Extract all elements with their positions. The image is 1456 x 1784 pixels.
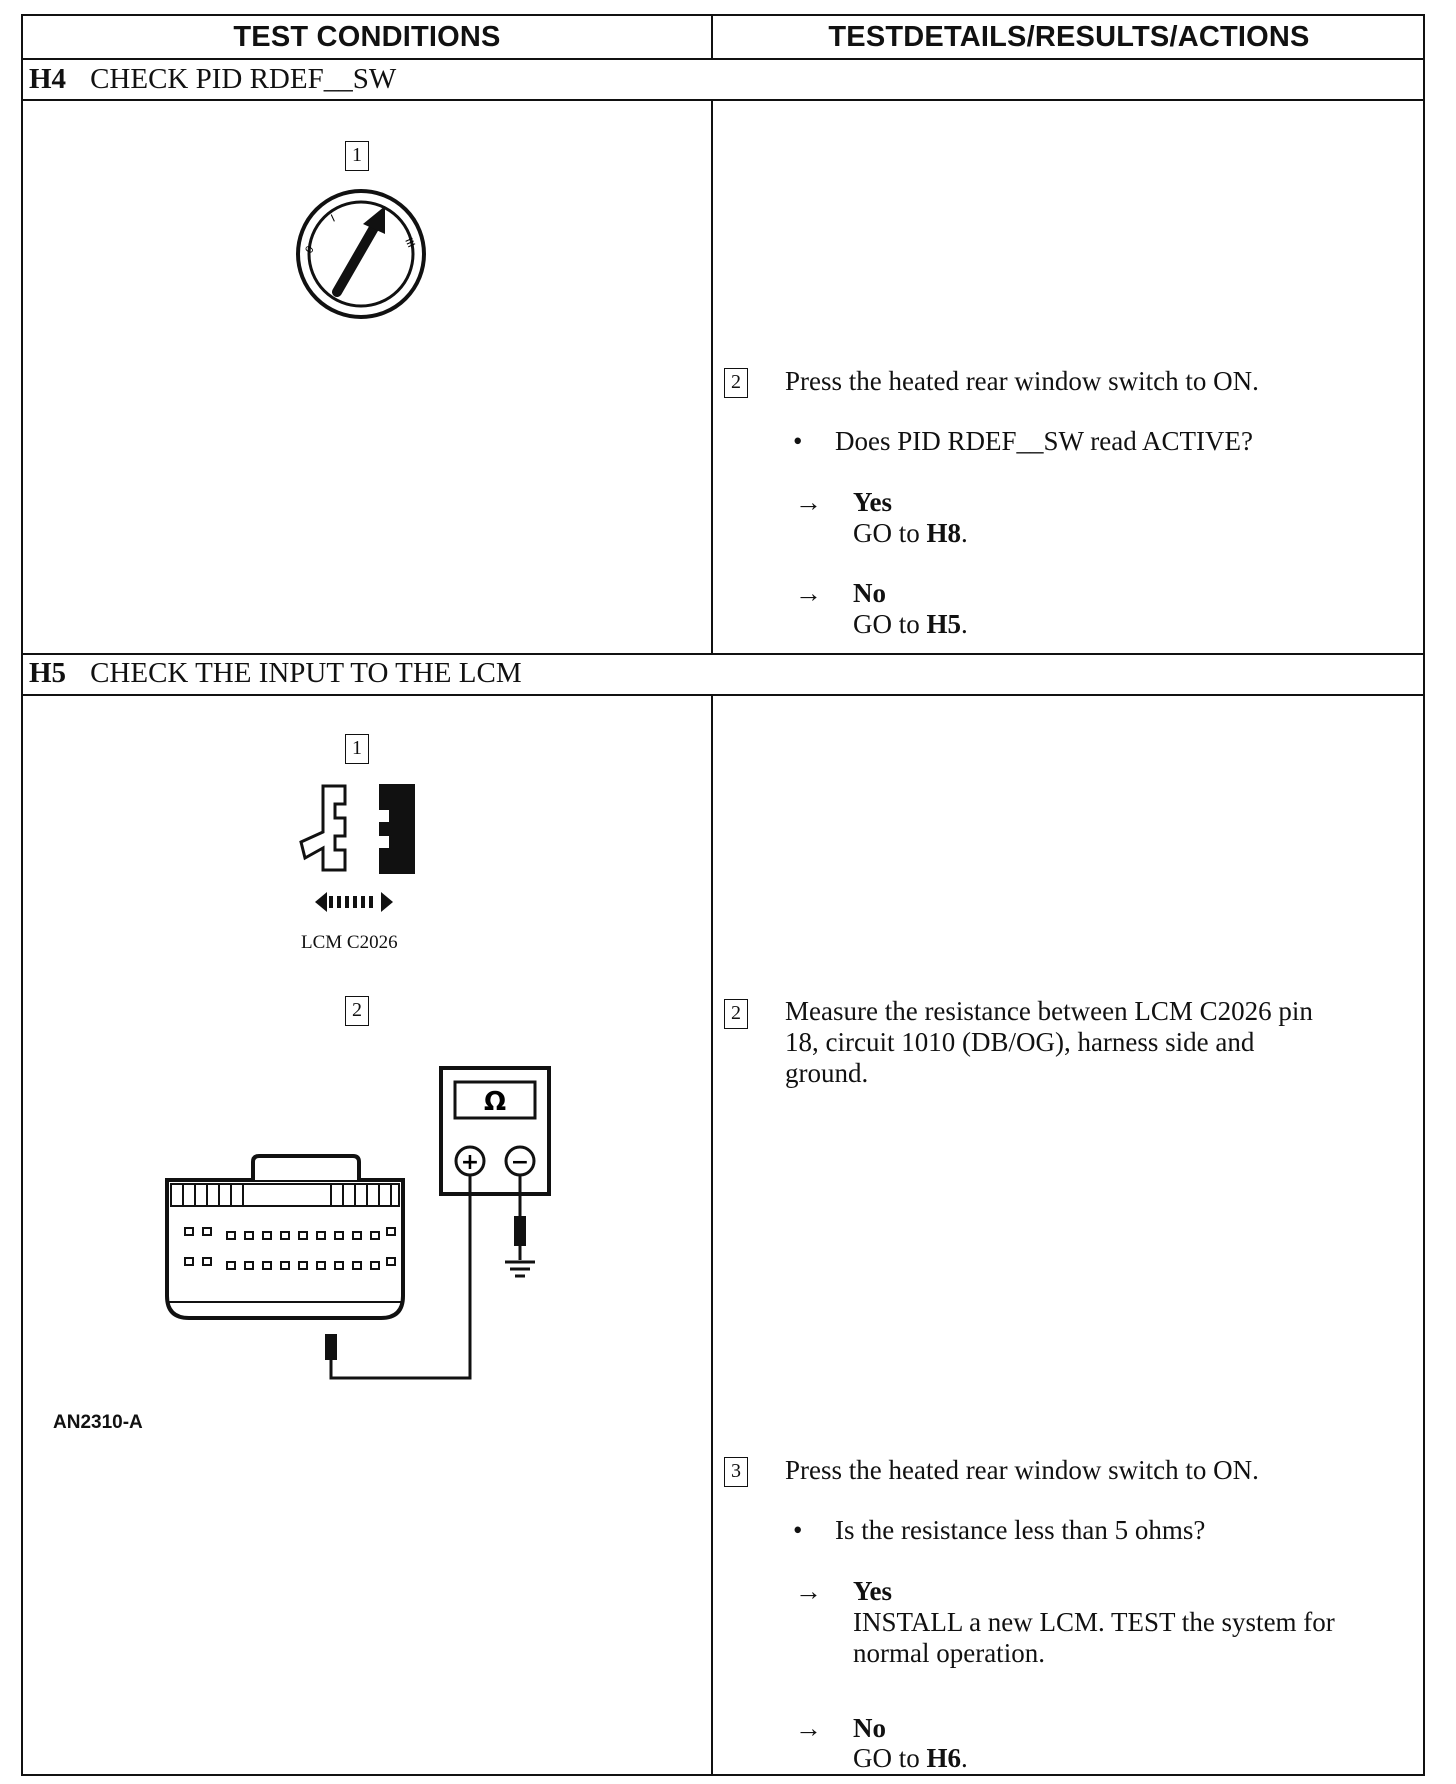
ignition-switch-icon: 0 I II III (296, 189, 426, 319)
h4-bullet-icon: • (793, 426, 803, 456)
connector-disconnect-icon (299, 784, 415, 912)
h4-no-label: No (853, 578, 886, 608)
h4-no-action: GO to H5. (853, 609, 968, 640)
h4-yes-arrow-icon: → (795, 487, 822, 517)
h5-top-rule (23, 653, 1423, 655)
h5-column-divider (711, 696, 713, 1776)
h4-no-arrow-icon: → (795, 578, 822, 608)
h5-no-target: H6 (926, 1743, 962, 1773)
meter-ohm-symbol: Ω (484, 1087, 506, 1117)
h4-no-target: H5 (926, 609, 962, 639)
h5-step2-line1: Measure the resistance between LCM C2026… (785, 996, 1313, 1026)
connector-caption: LCM C2026 (301, 932, 398, 953)
h5-yes-label: Yes (853, 1576, 892, 1606)
h4-yes-target: H8 (926, 518, 962, 548)
h5-step3-text: Press the heated rear window switch to O… (785, 1455, 1259, 1485)
h4-column-divider (711, 101, 713, 653)
h5-code: H5 (29, 657, 67, 689)
meter-plus-symbol: + (461, 1150, 479, 1175)
h5-step2-line3: ground. (785, 1058, 869, 1088)
h5-title: CHECK THE INPUT TO THE LCM (90, 657, 522, 689)
h4-code: H4 (29, 63, 67, 95)
h5-step3-box: 3 (724, 1457, 748, 1487)
diagnostic-table: TEST CONDITIONS TESTDETAILS/RESULTS/ACTI… (21, 14, 1425, 1776)
h4-title: CHECK PID RDEF__SW (90, 63, 397, 95)
h4-question: Does PID RDEF__SW read ACTIVE? (835, 426, 1253, 456)
h4-step1-box: 1 (345, 141, 369, 171)
h5-no-label: No (853, 1713, 886, 1743)
h5-question: Is the resistance less than 5 ohms? (835, 1515, 1206, 1545)
h5-no-action-suffix: . (961, 1743, 968, 1773)
h4-yes-action-prefix: GO to (853, 518, 927, 548)
figure-code: AN2310-A (53, 1412, 143, 1433)
test-details-header: TESTDETAILS/RESULTS/ACTIONS (828, 21, 1310, 53)
h5-no-action: GO to H6. (853, 1743, 968, 1774)
h4-yes-action-suffix: . (961, 518, 968, 548)
h4-step2-text: Press the heated rear window switch to O… (785, 366, 1259, 396)
ignition-label-off: 0 (303, 244, 316, 255)
h4-yes-action: GO to H8. (853, 518, 968, 549)
test-conditions-header: TEST CONDITIONS (233, 21, 501, 53)
ohmmeter-connector-diagram: Ω + − (165, 1066, 551, 1380)
h5-title-rule (23, 694, 1423, 696)
h5-yes-action-line2: normal operation. (853, 1638, 1045, 1668)
h4-step2-box: 2 (724, 368, 748, 398)
h4-yes-label: Yes (853, 487, 892, 517)
h4-section-title: H4 CHECK PID RDEF__SW (29, 63, 396, 96)
table-header-row: TEST CONDITIONS TESTDETAILS/RESULTS/ACTI… (23, 16, 1423, 60)
h4-no-action-prefix: GO to (853, 609, 927, 639)
h5-step2-line2: 18, circuit 1010 (DB/OG), harness side a… (785, 1027, 1255, 1057)
header-divider (711, 16, 713, 58)
h5-step1-box: 1 (345, 734, 369, 764)
h5-no-action-prefix: GO to (853, 1743, 927, 1773)
h4-title-rule (23, 99, 1423, 101)
h5-yes-arrow-icon: → (795, 1576, 822, 1606)
h5-step2-left-box: 2 (345, 996, 369, 1026)
h5-section-title: H5 CHECK THE INPUT TO THE LCM (29, 657, 522, 690)
h5-no-arrow-icon: → (795, 1713, 822, 1743)
ignition-label-acc: I (329, 213, 337, 225)
meter-minus-symbol: − (511, 1150, 529, 1175)
h5-yes-action-line1: INSTALL a new LCM. TEST the system for (853, 1607, 1335, 1637)
h5-bullet-icon: • (793, 1515, 803, 1545)
h4-no-action-suffix: . (961, 609, 968, 639)
h5-step2-box: 2 (724, 999, 748, 1029)
